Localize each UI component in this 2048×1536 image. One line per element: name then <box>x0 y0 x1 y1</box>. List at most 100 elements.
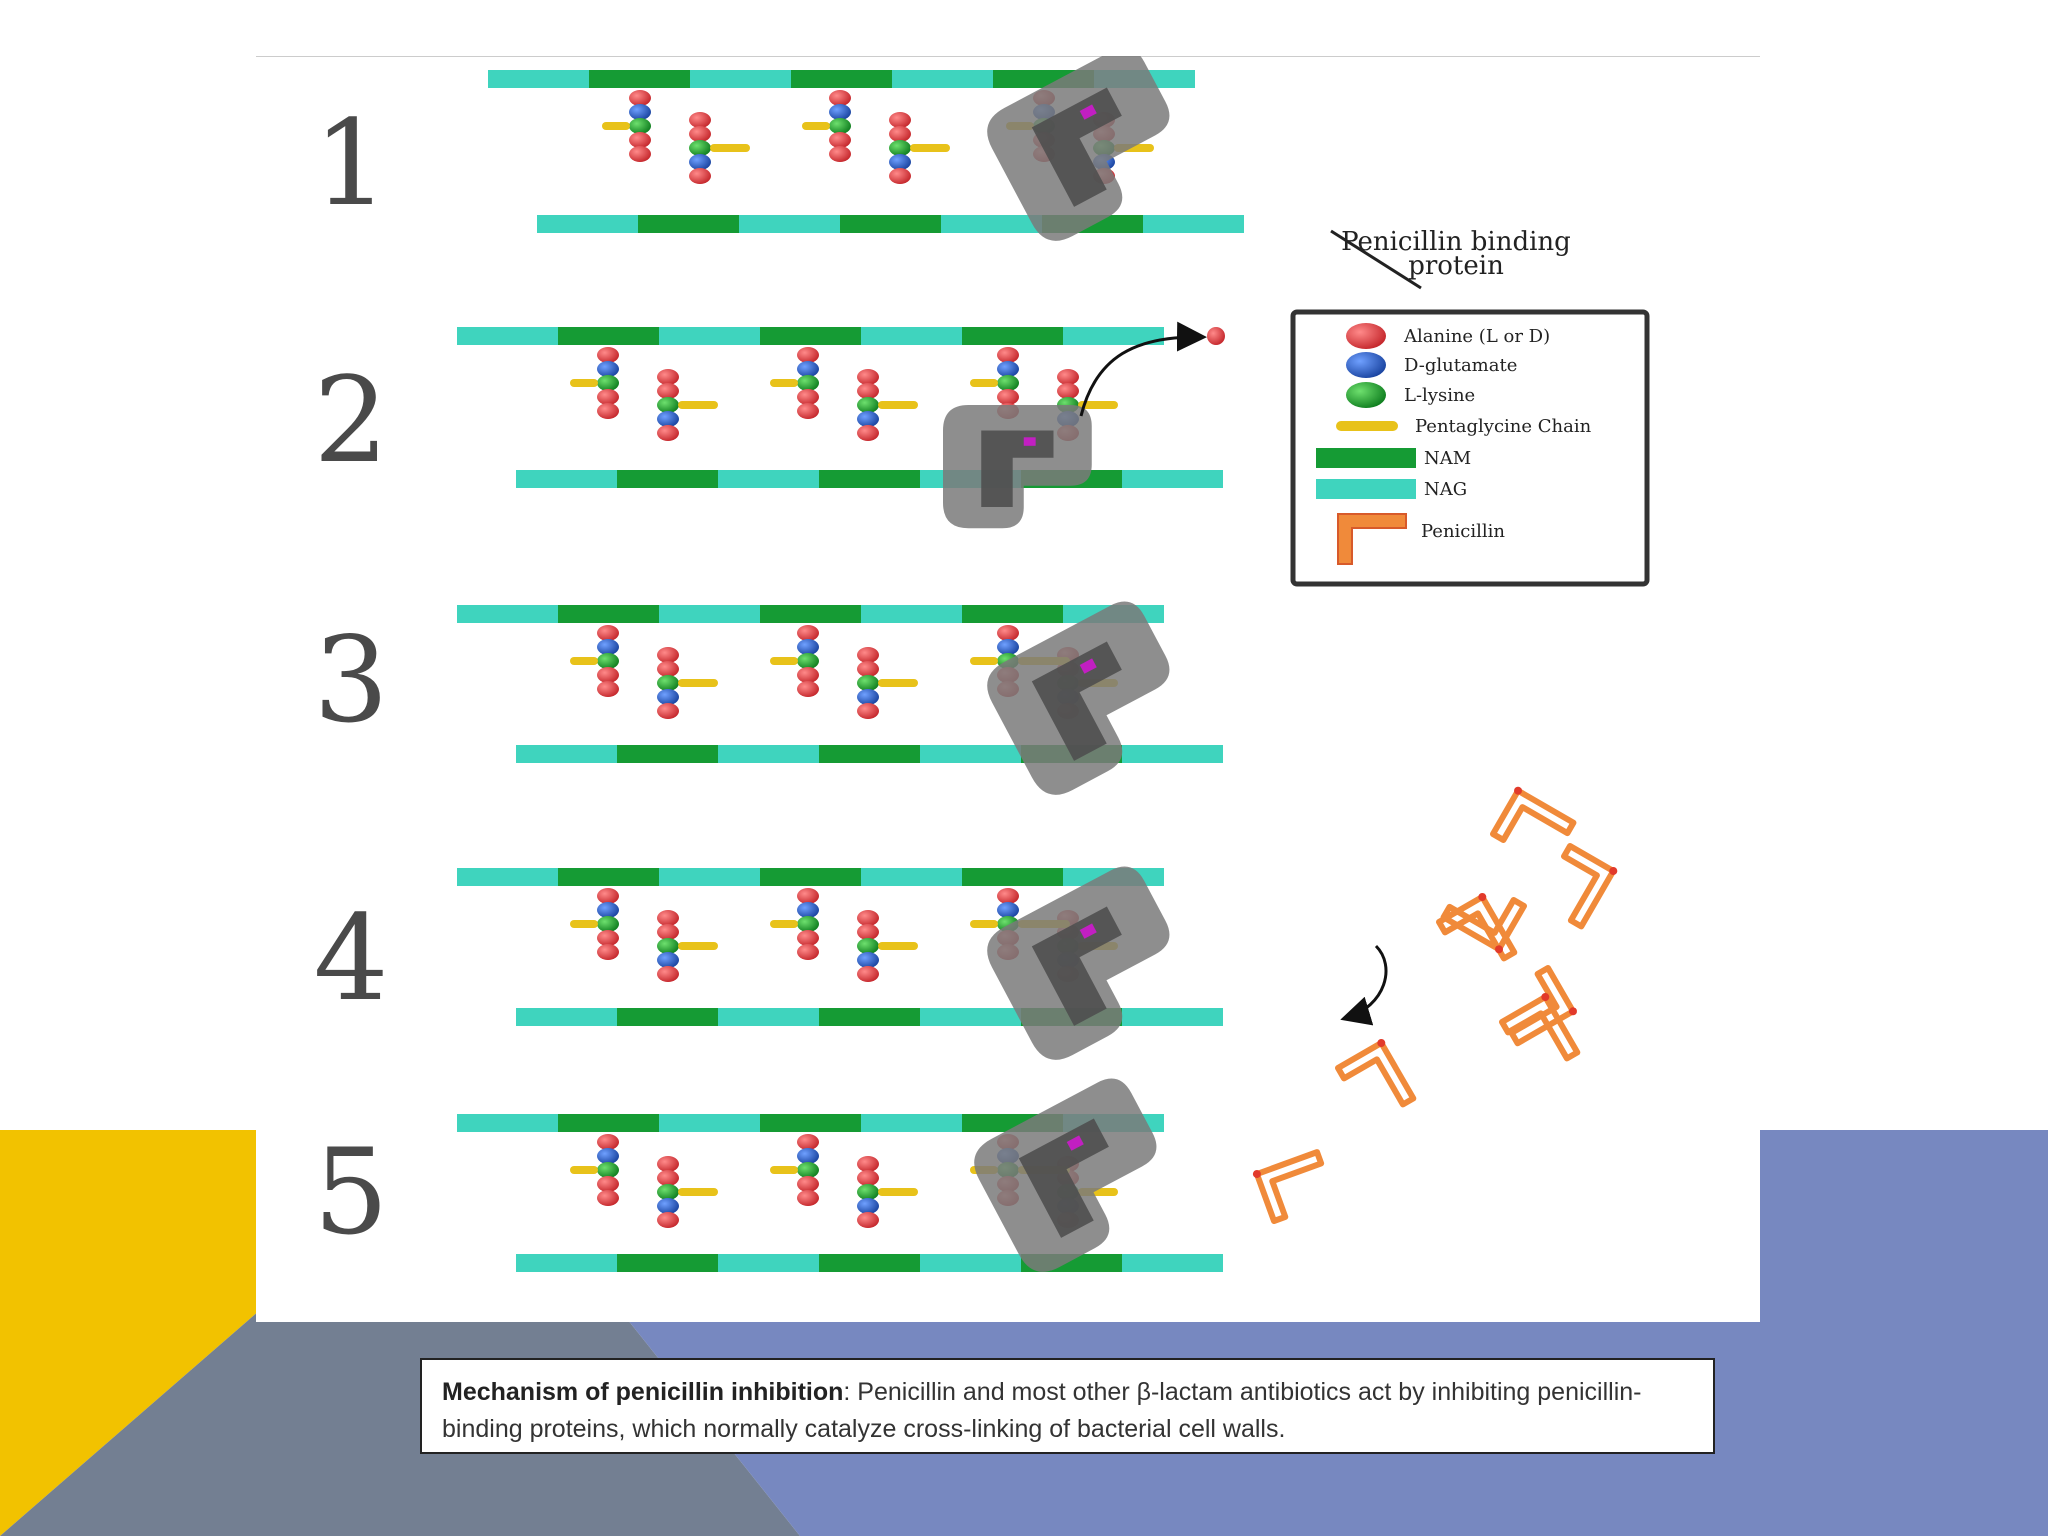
nag-segment <box>516 1008 617 1026</box>
alanine-ball <box>797 888 819 904</box>
glutamate-ball <box>597 639 619 655</box>
glutamate-ball <box>829 104 851 120</box>
nam-segment <box>558 868 659 886</box>
legend-alanine-label: Alanine (L or D) <box>1403 326 1550 347</box>
alanine-ball <box>997 389 1019 405</box>
lysine-ball <box>997 375 1019 391</box>
pentaglycine-chain <box>770 379 798 387</box>
caption-box: Mechanism of penicillin inhibition: Peni… <box>420 1358 1715 1454</box>
lysine-ball <box>657 1184 679 1200</box>
nam-segment <box>840 215 941 233</box>
alanine-ball <box>797 681 819 697</box>
pentaglycine-chain <box>770 1166 798 1174</box>
penicillin-mechanism-diagram: 1 2 3 4 5 Penicillin binding protein Ala… <box>256 56 1760 1272</box>
lower-peptide-stem <box>857 369 879 441</box>
alanine-ball <box>829 132 851 148</box>
upper-peptide-stem <box>597 888 619 960</box>
pbp-serine-site <box>1023 437 1036 446</box>
glutamate-ball <box>797 361 819 377</box>
alanine-ball <box>657 661 679 677</box>
nag-segment <box>718 1254 819 1272</box>
alanine-ball <box>657 966 679 982</box>
glutamate-icon <box>1346 352 1386 378</box>
penicillin-shape <box>1440 897 1527 953</box>
nam-segment <box>617 1254 718 1272</box>
pbp-active-site <box>1031 906 1122 1026</box>
penicillin-6 <box>1499 993 1581 1062</box>
figure-panel: 1 2 3 4 5 Penicillin binding protein Ala… <box>256 56 1760 1322</box>
pbp-body <box>974 1078 1157 1272</box>
pentaglycine-chain <box>570 920 598 928</box>
lysine-ball <box>597 653 619 669</box>
top-glycan-strand <box>457 868 1164 886</box>
lower-peptide-stem <box>657 1156 679 1228</box>
upper-peptide-stem <box>797 1134 819 1206</box>
nag-segment <box>457 1114 558 1132</box>
step-number-1: 1 <box>313 94 388 232</box>
alanine-ball <box>857 383 879 399</box>
nam-segment <box>962 327 1063 345</box>
top-glycan-strand <box>457 327 1164 345</box>
glutamate-ball <box>997 639 1019 655</box>
lysine-ball <box>829 118 851 134</box>
upper-peptide-stem <box>797 888 819 960</box>
nag-segment <box>739 215 840 233</box>
pentaglycine-chain <box>570 657 598 665</box>
penicillin-1 <box>1490 786 1577 843</box>
alanine-ball <box>597 1134 619 1150</box>
glutamate-ball <box>857 411 879 427</box>
alanine-ball <box>857 369 879 385</box>
nam-segment <box>617 1008 718 1026</box>
pbp-label-line2: protein <box>1408 251 1504 281</box>
alanine-ball <box>597 403 619 419</box>
legend-glutamate-label: D-glutamate <box>1404 355 1517 376</box>
nag-segment <box>1122 470 1223 488</box>
pbp-step2 <box>943 405 1092 529</box>
cleavage-arrow <box>1079 321 1207 417</box>
alanine-ball <box>629 132 651 148</box>
lysine-ball <box>797 653 819 669</box>
nam-segment <box>760 605 861 623</box>
nam-segment <box>819 1008 920 1026</box>
pentaglycine-chain <box>570 1166 598 1174</box>
penicillin-ring-tip <box>1377 1039 1386 1047</box>
pentaglycine-chain <box>878 401 918 409</box>
step-number-4: 4 <box>313 889 388 1027</box>
alanine-ball <box>657 1156 679 1172</box>
legend-nag-label: NAG <box>1424 479 1467 500</box>
step-number-2: 2 <box>313 351 388 489</box>
pbp-step1 <box>987 56 1170 241</box>
lysine-ball <box>797 916 819 932</box>
glutamate-ball <box>997 361 1019 377</box>
alanine-ball <box>857 1170 879 1186</box>
penicillin-icon <box>1337 513 1407 565</box>
pentaglycine-icon <box>1336 421 1398 431</box>
alanine-ball <box>797 1134 819 1150</box>
pbp-body <box>987 601 1170 795</box>
nag-segment <box>1122 1008 1223 1026</box>
nag-segment <box>457 327 558 345</box>
nag-segment <box>1122 1254 1223 1272</box>
penicillin-shape <box>1561 843 1617 930</box>
nag-segment <box>1143 215 1244 233</box>
lysine-ball <box>597 375 619 391</box>
lysine-ball <box>797 375 819 391</box>
penicillin-4 <box>1440 897 1527 954</box>
alanine-ball <box>657 910 679 926</box>
alanine-ball <box>597 667 619 683</box>
lysine-ball <box>657 675 679 691</box>
pbp-pointer-line <box>1330 229 1422 290</box>
bottom-glycan-strand <box>537 215 1244 233</box>
bottom-glycan-strand <box>516 470 1223 488</box>
lower-peptide-stem <box>657 647 679 719</box>
yellow-shape <box>0 1130 260 1536</box>
lysine-ball <box>797 1162 819 1178</box>
pbp-active-site <box>1031 641 1122 761</box>
nam-segment <box>589 70 690 88</box>
legend-penicillin-label: Penicillin <box>1421 521 1505 542</box>
lysine-ball <box>629 118 651 134</box>
lower-peptide-stem <box>689 112 711 184</box>
lysine-ball <box>857 938 879 954</box>
nam-segment <box>558 327 659 345</box>
lysine-ball <box>857 675 879 691</box>
